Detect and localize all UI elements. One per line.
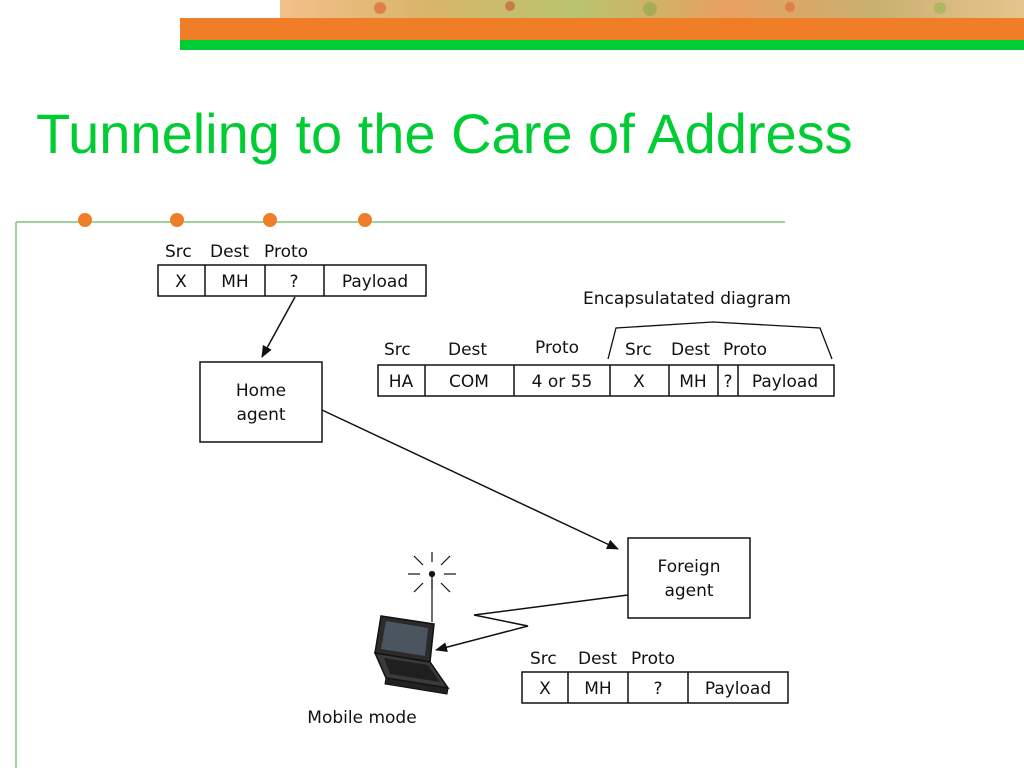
home-agent-line2: agent	[236, 405, 285, 425]
bullet-dot	[170, 213, 184, 227]
arrow-to-home-agent	[261, 296, 296, 358]
foreign-agent-line1: Foreign	[658, 557, 721, 577]
inner-header-dest: Dest	[671, 340, 710, 360]
inner-header-src: Src	[625, 340, 652, 360]
green-bar	[180, 40, 1024, 50]
home-agent-line1: Home	[236, 381, 286, 401]
slide-title: Tunneling to the Care of Address	[36, 102, 853, 165]
cell-inner-payload: Payload	[752, 372, 818, 392]
cell-inner-src: X	[633, 372, 645, 392]
cell-dest: MH	[221, 272, 248, 292]
outer-header-proto: Proto	[535, 338, 579, 358]
top-packet: Src Dest Proto X MH ? Payload	[157, 242, 427, 297]
encap-bracket	[607, 321, 833, 360]
encapsulated-packet: Encapsulatated diagram Src Dest Proto Sr…	[377, 289, 835, 397]
bottom-cell-payload: Payload	[705, 679, 771, 699]
bottom-cell-src: X	[539, 679, 551, 699]
inner-header-proto: Proto	[723, 340, 767, 360]
antenna-icon	[408, 552, 456, 622]
foreign-agent-line2: agent	[664, 581, 713, 601]
cell-inner-proto: ?	[723, 372, 732, 392]
wireless-link-arrow	[435, 594, 629, 653]
tunnel-arrow	[321, 409, 619, 550]
bottom-header-dest: Dest	[578, 649, 617, 669]
header-dest: Dest	[210, 242, 249, 262]
divider-decoration	[15, 213, 785, 768]
cell-payload: Payload	[342, 272, 408, 292]
cell-com: COM	[449, 372, 489, 392]
cell-ha: HA	[389, 372, 414, 392]
bottom-header-proto: Proto	[631, 649, 675, 669]
mobile-node-label: Mobile mode	[307, 708, 416, 728]
header-proto: Proto	[264, 242, 308, 262]
outer-header-src: Src	[384, 340, 411, 360]
header-src: Src	[165, 242, 192, 262]
foreign-agent-box: Foreign agent	[627, 537, 751, 619]
bullet-dot	[78, 213, 92, 227]
laptop-icon	[373, 615, 450, 695]
bullet-dot	[358, 213, 372, 227]
outer-header-dest: Dest	[448, 340, 487, 360]
cell-inner-dest: MH	[679, 372, 706, 392]
home-agent-box: Home agent	[199, 361, 323, 443]
bottom-packet: Src Dest Proto X MH ? Payload	[521, 649, 789, 704]
bullet-dot	[263, 213, 277, 227]
orange-bar	[180, 18, 1024, 40]
bottom-cell-dest: MH	[584, 679, 611, 699]
header-banner	[180, 0, 1024, 50]
cell-proto: ?	[289, 272, 298, 292]
cell-src: X	[175, 272, 187, 292]
cell-proto-4-or-55: 4 or 55	[532, 372, 593, 392]
bottom-header-src: Src	[530, 649, 557, 669]
encap-label: Encapsulatated diagram	[583, 289, 791, 309]
bottom-cell-proto: ?	[653, 679, 662, 699]
